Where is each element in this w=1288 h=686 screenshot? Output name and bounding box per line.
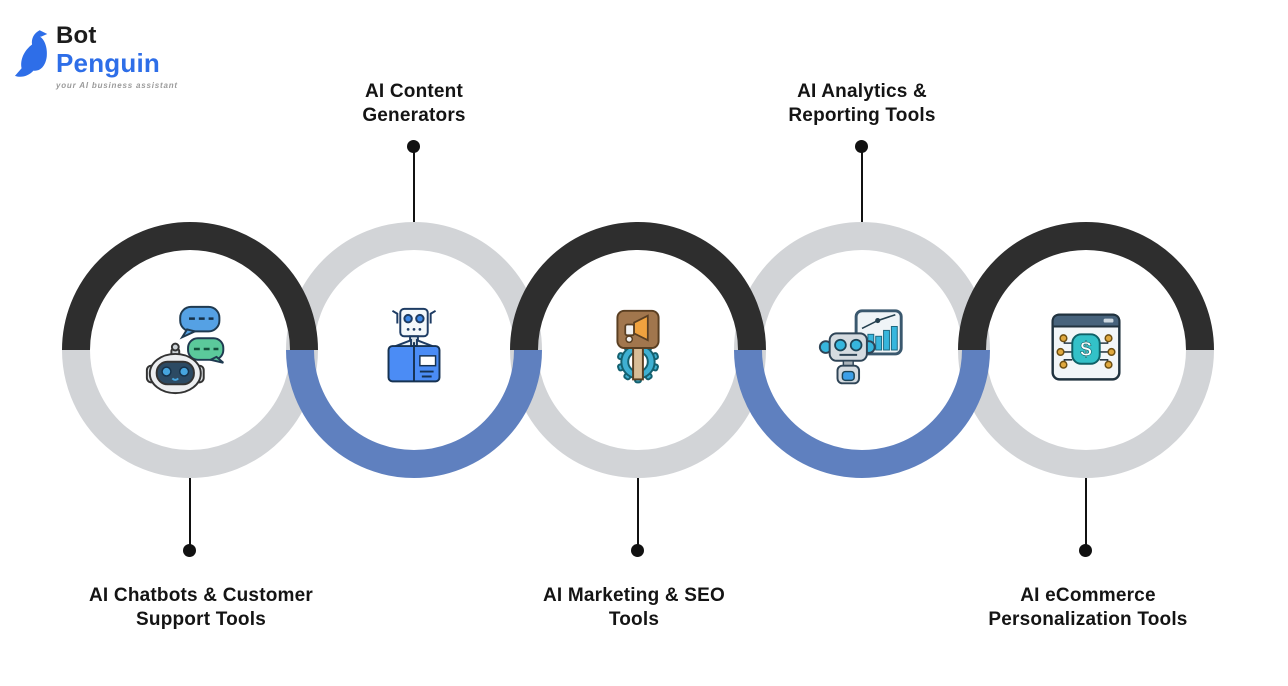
ring-ai-analytics (734, 222, 990, 478)
ring-ai-content-generators (286, 222, 542, 478)
label-line: Reporting Tools (788, 105, 936, 126)
label-ai-content-generators: AI Content Generators (244, 80, 584, 128)
label-ai-chatbots: AI Chatbots & Customer Support Tools (31, 584, 371, 632)
label-line: Generators (362, 105, 466, 126)
connector-line (637, 478, 639, 550)
label-line: Support Tools (136, 609, 266, 630)
connector-line (1085, 478, 1087, 550)
connector-dot (631, 544, 644, 557)
logo-tagline: your AI business assistant (56, 81, 178, 90)
label-line: AI Content (364, 81, 464, 102)
svg-text:$: $ (1080, 338, 1092, 361)
megaphone-gear-icon (589, 301, 687, 399)
label-line: AI Analytics & (797, 81, 927, 102)
chatbot-icon (141, 301, 239, 399)
connector-line (413, 152, 415, 224)
brand-bot: Bot (56, 22, 97, 49)
robot-analytics-icon (813, 301, 911, 399)
connector-dot (183, 544, 196, 557)
connector-line (189, 478, 191, 550)
ring-ai-marketing-seo (510, 222, 766, 478)
label-ai-analytics: AI Analytics & Reporting Tools (692, 80, 1032, 128)
ring-ai-ecommerce: $ (958, 222, 1214, 478)
connector-dot (1079, 544, 1092, 557)
label-line: Personalization Tools (988, 609, 1188, 630)
label-line: AI Marketing & SEO (542, 585, 726, 606)
connector-dot (855, 140, 868, 153)
label-line: AI Chatbots & Customer (89, 585, 313, 606)
connector-dot (407, 140, 420, 153)
label-ai-marketing-seo: AI Marketing & SEO Tools (464, 584, 804, 632)
robot-reading-book-icon (365, 301, 463, 399)
logo-text: Bot Penguin your AI business assistant (56, 24, 178, 90)
ecommerce-chip-icon: $ (1037, 301, 1135, 399)
connector-line (861, 152, 863, 224)
penguin-icon (14, 30, 48, 77)
label-line: Tools (608, 609, 660, 630)
ring-ai-chatbots (62, 222, 318, 478)
botpenguin-logo: Bot Penguin your AI business assistant (14, 24, 178, 90)
label-ai-ecommerce: AI eCommerce Personalization Tools (918, 584, 1258, 632)
brand-penguin: Penguin (56, 48, 160, 78)
label-line: AI eCommerce (1020, 585, 1156, 606)
